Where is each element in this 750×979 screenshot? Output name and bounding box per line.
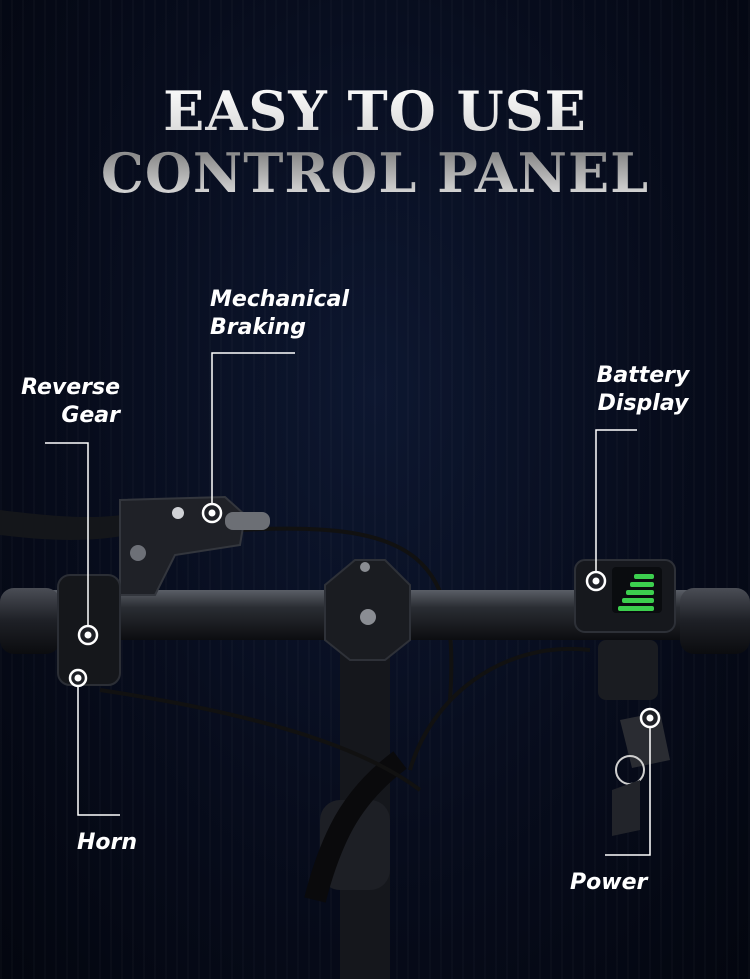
key-switch-body xyxy=(598,640,658,700)
brake-pivot-bolt xyxy=(130,545,146,561)
callout-lines xyxy=(45,352,651,856)
horn-line xyxy=(77,686,120,816)
brake-logo-icon xyxy=(172,507,184,519)
battery-display-label-line-1: Battery xyxy=(596,363,690,388)
left-grip xyxy=(0,588,60,654)
callout-dots xyxy=(74,509,654,722)
reverse-gear-label-line-1: Reverse xyxy=(21,375,120,400)
clamp-bolt xyxy=(360,609,376,625)
power-cable xyxy=(408,646,591,771)
battery-bar-5 xyxy=(634,574,654,579)
reverse-gear-label-line-2: Gear xyxy=(61,403,120,428)
battery-bar-4 xyxy=(630,582,654,587)
mechanical-braking-label-line-2: Braking xyxy=(210,315,307,340)
coiled-cable xyxy=(304,751,407,903)
battery-display-label-line-2: Display xyxy=(597,391,689,416)
key-ring xyxy=(615,755,645,785)
power-label: Power xyxy=(570,870,648,895)
battery-bar-2 xyxy=(622,598,654,603)
power-line xyxy=(605,727,651,856)
mechanical-braking-label-line-1: Mechanical xyxy=(210,287,349,312)
reverse-gear-label: Reverse Gear xyxy=(20,374,120,430)
reverse-gear-line xyxy=(45,442,89,626)
horn-label: Horn xyxy=(77,830,138,855)
key-fob xyxy=(612,780,640,836)
mechanical-braking-label: Mechanical Braking xyxy=(210,286,349,342)
right-grip xyxy=(680,588,750,654)
brake-cable xyxy=(239,526,454,701)
mechanical-braking-line xyxy=(211,352,295,504)
battery-display-line xyxy=(595,429,637,572)
brake-adjuster xyxy=(225,512,270,530)
horn-cable xyxy=(99,688,422,792)
clamp-bolt-top xyxy=(360,562,370,572)
battery-bar-3 xyxy=(626,590,654,595)
key xyxy=(620,712,670,768)
battery-bar-1 xyxy=(618,606,654,611)
battery-display-label: Battery Display xyxy=(593,362,693,418)
